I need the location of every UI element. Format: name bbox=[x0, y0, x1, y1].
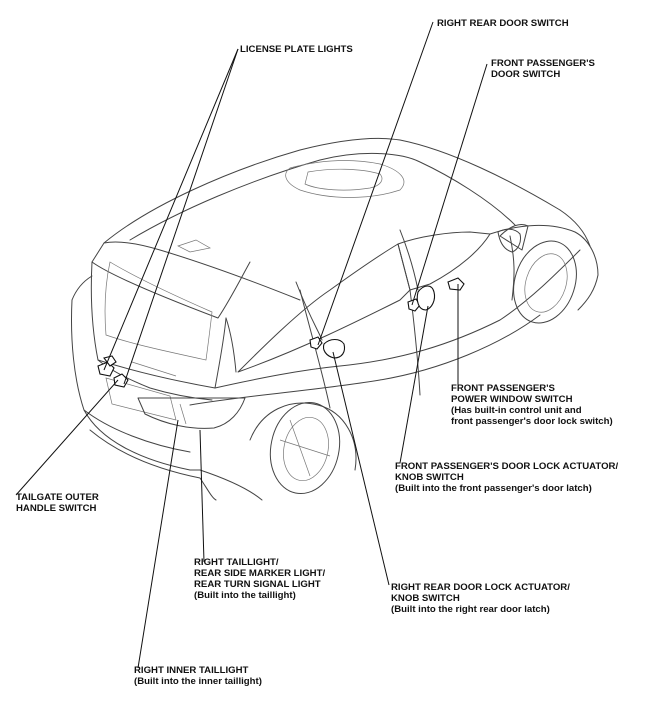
license-plate-light-right bbox=[113, 373, 129, 388]
label-line: (Built into the front passenger's door l… bbox=[395, 483, 592, 494]
label-right-rear-door-lock-actuator: RIGHT REAR DOOR LOCK ACTUATOR/ KNOB SWIT… bbox=[391, 582, 570, 615]
front-door-switch-part bbox=[407, 298, 421, 312]
leader-lines bbox=[15, 21, 488, 669]
label-line: (Has built-in control unit and bbox=[451, 405, 582, 416]
label-line: DOOR SWITCH bbox=[491, 69, 561, 80]
label-line: REAR TURN SIGNAL LIGHT bbox=[194, 579, 321, 590]
label-line: REAR SIDE MARKER LIGHT/ bbox=[194, 568, 326, 579]
label-line: (Built into the right rear door latch) bbox=[391, 604, 550, 615]
label-line: LICENSE PLATE LIGHTS bbox=[240, 44, 353, 55]
label-line: KNOB SWITCH bbox=[395, 472, 464, 483]
label-line: FRONT PASSENGER'S DOOR LOCK ACTUATOR/ bbox=[395, 461, 619, 472]
label-license-plate-lights: LICENSE PLATE LIGHTS bbox=[240, 44, 353, 55]
right-rear-door-switch-part bbox=[309, 336, 323, 350]
label-line: RIGHT INNER TAILLIGHT bbox=[134, 665, 249, 676]
label-line: POWER WINDOW SWITCH bbox=[451, 394, 573, 405]
front-door-lock-actuator bbox=[416, 285, 436, 311]
label-line: TAILGATE OUTER bbox=[16, 492, 99, 503]
label-line: front passenger's door lock switch) bbox=[451, 416, 613, 427]
label-right-taillight: RIGHT TAILLIGHT/ REAR SIDE MARKER LIGHT/… bbox=[194, 557, 325, 601]
parts bbox=[97, 277, 465, 388]
label-right-rear-door-switch: RIGHT REAR DOOR SWITCH bbox=[437, 18, 569, 29]
label-line: KNOB SWITCH bbox=[391, 593, 460, 604]
label-line: RIGHT REAR DOOR SWITCH bbox=[437, 18, 569, 29]
label-line: FRONT PASSENGER'S bbox=[451, 383, 555, 394]
label-line: RIGHT REAR DOOR LOCK ACTUATOR/ bbox=[391, 582, 570, 593]
label-line: RIGHT TAILLIGHT/ bbox=[194, 557, 279, 568]
label-right-inner-taillight: RIGHT INNER TAILLIGHT (Built into the in… bbox=[134, 665, 262, 687]
label-line: FRONT PASSENGER'S bbox=[491, 58, 595, 69]
label-front-passenger-door-lock-actuator: FRONT PASSENGER'S DOOR LOCK ACTUATOR/ KN… bbox=[395, 461, 618, 494]
label-line: (Built into the taillight) bbox=[194, 590, 296, 601]
label-front-passenger-door-switch: FRONT PASSENGER'S DOOR SWITCH bbox=[491, 58, 595, 80]
label-line: HANDLE SWITCH bbox=[16, 503, 97, 514]
vehicle-outline bbox=[71, 137, 599, 501]
label-tailgate-outer-handle-switch: TAILGATE OUTER HANDLE SWITCH bbox=[16, 492, 99, 514]
label-line: (Built into the inner taillight) bbox=[134, 676, 262, 687]
right-rear-door-lock-actuator bbox=[322, 338, 346, 359]
power-window-switch-part bbox=[447, 277, 465, 291]
label-front-passenger-power-window-switch: FRONT PASSENGER'S POWER WINDOW SWITCH (H… bbox=[451, 383, 613, 427]
